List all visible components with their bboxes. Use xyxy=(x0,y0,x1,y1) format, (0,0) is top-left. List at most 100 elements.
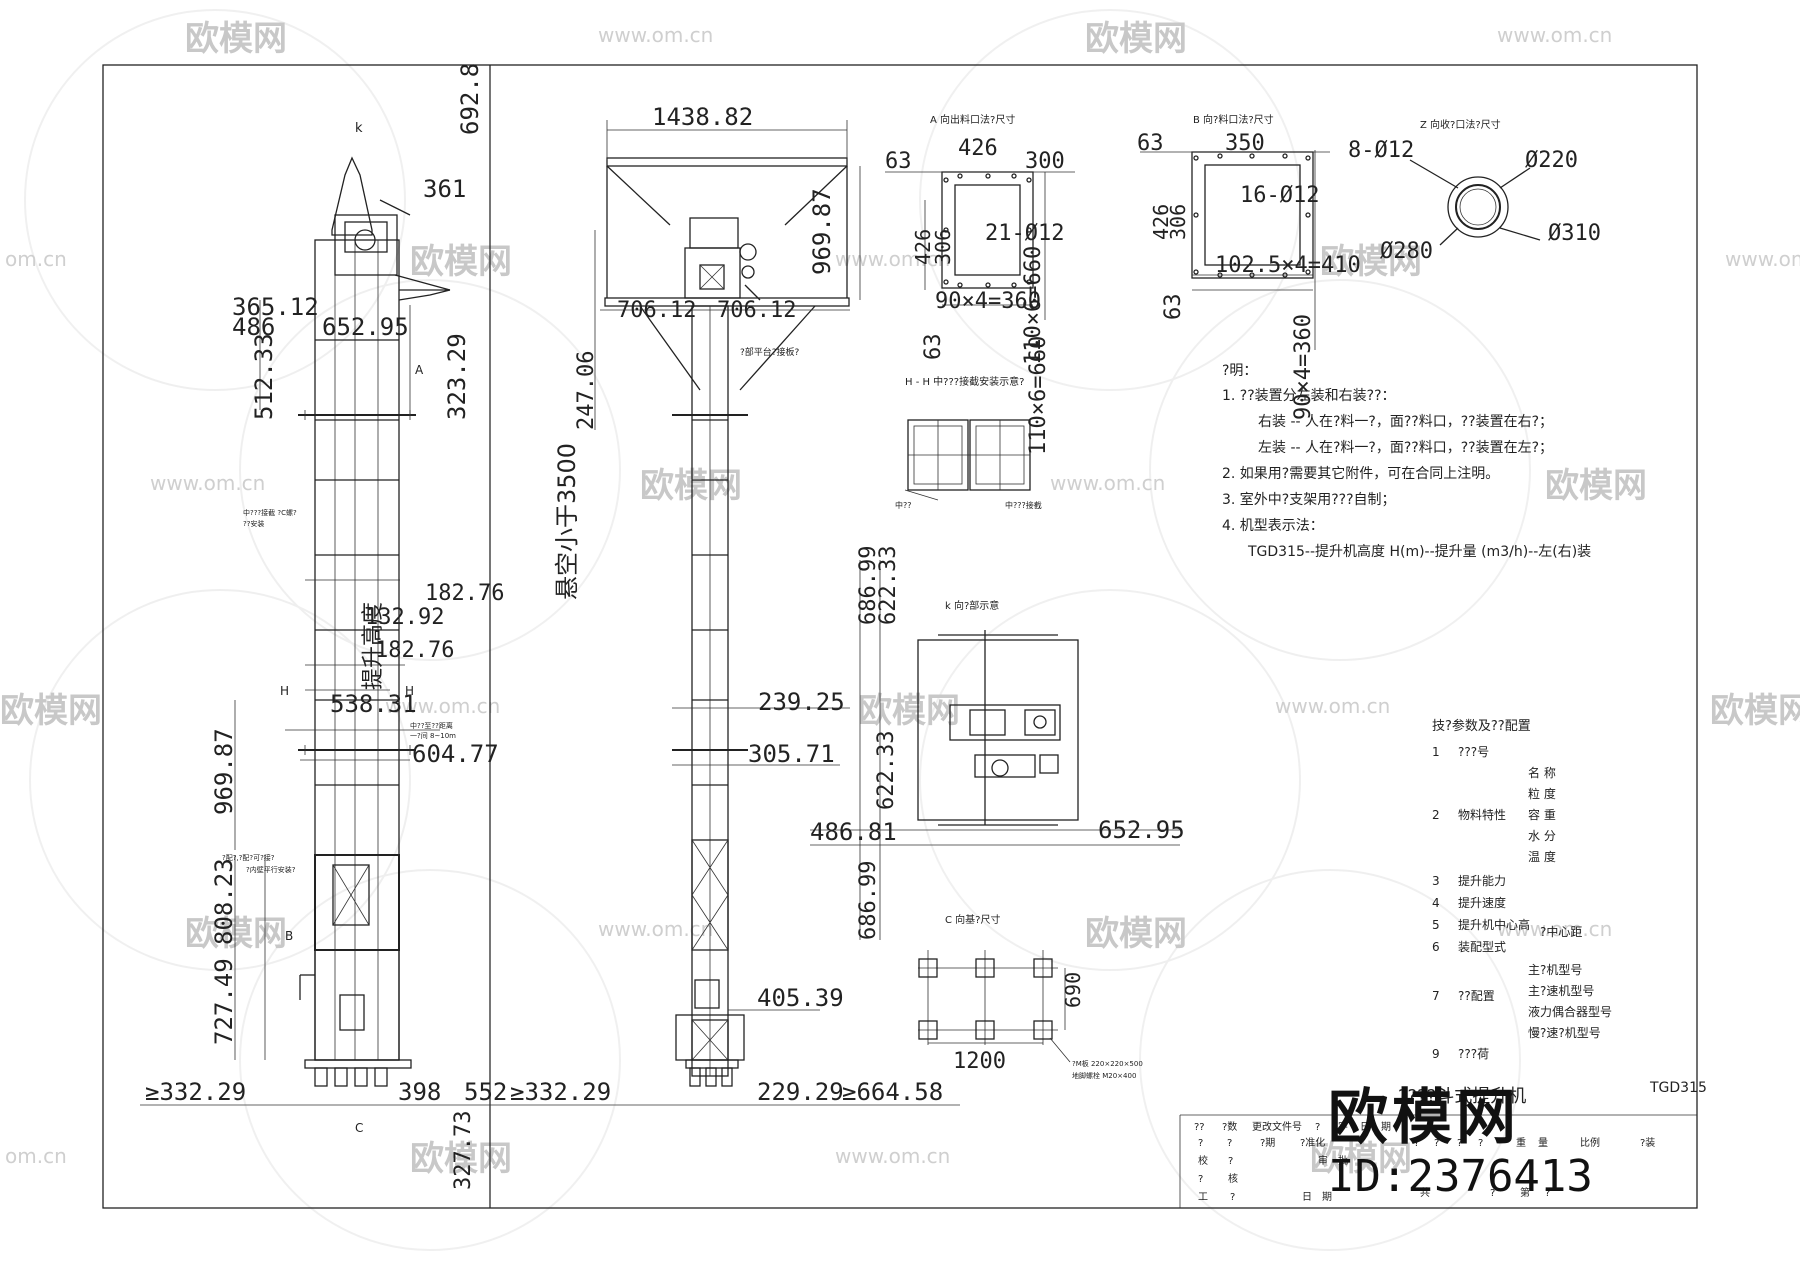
dim-c-1200: 1200 xyxy=(953,1049,1006,1074)
param-no: 5 xyxy=(1432,918,1440,932)
tb-cell: 共 xyxy=(1420,1187,1430,1199)
callout-joint-2: ??安装 xyxy=(243,519,264,528)
callout-platform: ?部平台?接板? xyxy=(740,346,800,358)
dim-247: 247.06 xyxy=(574,351,599,430)
tb-cell: ? xyxy=(1315,1122,1320,1133)
dim-c-690: 690 xyxy=(1061,972,1085,1008)
param-no: 9 xyxy=(1432,1047,1440,1061)
dim-b-426: 426 xyxy=(1149,204,1173,240)
param-no: 3 xyxy=(1432,874,1440,888)
params-table: 技?参数及??配置 1 ???号 名 称 粒 度 2 物料特性 容 重 水 分 … xyxy=(1432,718,1612,1061)
tb-cell: ? xyxy=(1227,1138,1232,1149)
param-sub: 水 分 xyxy=(1528,829,1556,843)
tb-cell: ? xyxy=(1545,1188,1550,1199)
param-label: 提升速度 xyxy=(1458,895,1506,910)
dim-b-63v: 63 xyxy=(1161,294,1186,321)
dim-361: 361 xyxy=(423,175,466,203)
watermark-brand: 欧模网 xyxy=(185,19,287,59)
param-label: ???号 xyxy=(1458,745,1489,759)
view-mark-h-right: H xyxy=(405,684,414,698)
watermark-brand: 欧模网 xyxy=(1320,242,1422,282)
dim-a-666: 110×6=660 xyxy=(1021,246,1046,365)
tb-cell: ?? xyxy=(1194,1122,1205,1133)
hh-label-left: 中?? xyxy=(895,500,912,510)
dim-k-622-top: 622.33 xyxy=(876,546,901,625)
dim-a-90: 90×4=360 xyxy=(935,289,1041,314)
dim-top-total: 692.8 xyxy=(456,63,484,135)
tb-cell: 更改文件号 xyxy=(1252,1120,1302,1133)
param-sub: 主?速机型号 xyxy=(1528,984,1594,998)
view-mark-h-left: H xyxy=(280,684,289,698)
watermark-url: www.om.cn xyxy=(1050,471,1165,495)
view-mark-c: C xyxy=(355,1121,363,1135)
dim-398: 398 xyxy=(398,1078,441,1106)
note-line: 3. 室外中?支架用???自制； xyxy=(1222,491,1396,508)
param-no: 4 xyxy=(1432,896,1440,910)
view-k-top: k 向?部示意 686.99 622.33 622.33 486.81 652.… xyxy=(810,546,1185,940)
note-line: TGD315--提升机高度 H(m)--提升量 (m3/h)--左(右)装 xyxy=(1247,543,1591,560)
view-c-foundation: C 向基?尺寸 690 1200 ?M板 220×220×500 地脚螺栓 M2… xyxy=(918,913,1143,1080)
tb-cell: ? xyxy=(1228,1156,1233,1167)
param-sub: 慢?速?机型号 xyxy=(1528,1026,1601,1040)
dim-664: ≥664.58 xyxy=(842,1078,943,1106)
tb-cell: 日 xyxy=(1360,1122,1370,1133)
note-line: 4. 机型表示法： xyxy=(1222,518,1324,534)
dim-right-969: 969.87 xyxy=(808,188,836,275)
corner-watermark: 欧模网 ID:2376413 xyxy=(1328,1085,1748,1203)
tb-cell: 第 xyxy=(1520,1186,1530,1199)
tb-cell: ?期 xyxy=(1260,1137,1275,1149)
note-line: 右装 -- 人在?料一?，面??料口，??装置在右?； xyxy=(1258,414,1553,430)
dim-604: 604.77 xyxy=(412,740,499,768)
view-k-title: k 向?部示意 xyxy=(945,599,999,612)
tb-cell: 日 xyxy=(1302,1192,1312,1203)
param-sub: 名 称 xyxy=(1528,765,1556,780)
param-no: 6 xyxy=(1432,940,1440,954)
dim-512: 512.33 xyxy=(250,333,278,420)
dim-332-mid: ≥332.29 xyxy=(510,1078,611,1106)
front-elevation: k A H H B C 中???接截 ?C螺? ??安装 中??至??距离 一?… xyxy=(140,63,507,1208)
side-elevation: 1438.82 969.87 706.12 706.12 ?部平台?接板? 24… xyxy=(500,103,960,1106)
view-a-title: A 向出料口法?尺寸 xyxy=(930,113,1015,126)
param-sub: 温 度 xyxy=(1528,849,1556,864)
watermark-brand: 欧模网 xyxy=(410,1139,512,1179)
dim-a-21: 21-Ø12 xyxy=(985,221,1064,246)
param-sub: 粒 度 xyxy=(1528,786,1556,801)
corner-id: ID:2376413 xyxy=(1328,1151,1593,1202)
callout-boot-2: ?内壁平行安装? xyxy=(246,865,296,874)
callout-spacing: 中??至??距离 xyxy=(410,721,453,730)
dim-132: 132.92 xyxy=(365,605,444,630)
c-note-plate: ?M板 220×220×500 xyxy=(1072,1059,1143,1068)
tb-cell: 期 xyxy=(1322,1191,1332,1203)
note-line: 2. 如果用?需要其它附件，可在合同上注明。 xyxy=(1222,465,1499,482)
dim-538: 538.31 xyxy=(330,690,417,718)
view-z-flange: Z 向收?口法?尺寸 8-Ø12 Ø220 Ø310 Ø280 xyxy=(1348,118,1601,264)
tb-cell: ? xyxy=(1198,1174,1203,1185)
tb-cell: ? xyxy=(1434,1138,1439,1149)
title-block-code: TGD315 xyxy=(1649,1080,1707,1096)
callout-boot: ?配?,?配?可?接? xyxy=(222,853,275,862)
dim-b-90: 90×4=360 xyxy=(1291,314,1316,420)
dim-327: 327.73 xyxy=(451,1111,476,1190)
dim-b-102: 102.5×4=410 xyxy=(1215,253,1361,278)
param-sub: ?中心距 xyxy=(1540,924,1582,939)
note-line: 左装 -- 人在?料一?，面??料口，??装置在左?； xyxy=(1258,440,1553,456)
dim-a-306: 306 xyxy=(931,229,955,265)
watermark-url: www.om.cn xyxy=(385,694,500,718)
tb-cell: 校 xyxy=(1198,1154,1208,1167)
dim-a-63v: 63 xyxy=(921,334,946,361)
dim-332-left: ≥332.29 xyxy=(145,1078,246,1106)
tb-cell: ?准化 xyxy=(1300,1136,1325,1149)
dim-a-300: 300 xyxy=(1025,149,1065,174)
tb-cell: ? xyxy=(1457,1138,1462,1149)
dim-hang: 悬空小于3500 xyxy=(553,443,581,600)
dim-323: 323.29 xyxy=(443,333,471,420)
hh-label-right: 中???接截 xyxy=(1005,500,1042,510)
view-a-outlet-flange: A 向出料口法?尺寸 63 426 300 426 306 21-Ø12 90×… xyxy=(885,113,1075,365)
param-label: 物料特性 xyxy=(1458,807,1506,822)
dim-182-top: 182.76 xyxy=(425,581,504,606)
dim-486: 486 xyxy=(232,313,275,341)
view-mark-k: k xyxy=(355,121,363,136)
dim-lift-height: 提升高度 xyxy=(361,602,386,690)
dim-k-652: 652.95 xyxy=(1098,816,1185,844)
